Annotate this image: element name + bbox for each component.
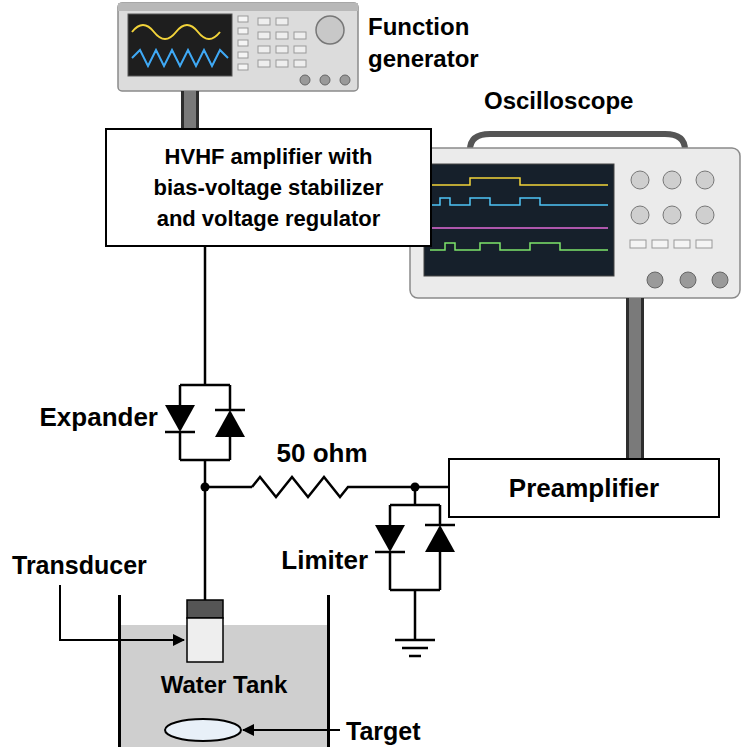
resistor-symbol — [252, 477, 352, 497]
label-holder: 50 ohm — [262, 438, 382, 468]
knob — [696, 206, 714, 224]
tank-label: Water Tank — [118, 671, 330, 699]
trace — [430, 227, 608, 229]
button — [258, 32, 270, 39]
knob — [316, 16, 344, 44]
wire — [390, 504, 440, 507]
resistor-label: 50 ohm — [262, 438, 382, 468]
amplifier-box: HVHF amplifier with bias-voltage stabili… — [105, 128, 432, 247]
generator-screen — [128, 14, 232, 76]
scope-screen — [424, 164, 614, 276]
bnc-connector — [647, 272, 663, 288]
button — [674, 240, 690, 248]
box-text: HVHF amplifier with bias-voltage stabili… — [139, 141, 399, 234]
generator-body — [118, 3, 358, 91]
text-holder: Water Tank — [118, 671, 330, 699]
knob — [631, 171, 649, 189]
bnc-connector — [712, 272, 728, 288]
cable-highlight — [184, 91, 196, 128]
trace — [430, 243, 608, 250]
transducer-head — [187, 600, 223, 618]
text-holder: Function generator — [368, 11, 508, 75]
device-label: Oscilloscope — [484, 86, 684, 116]
knob — [663, 171, 681, 189]
sine-trace — [132, 25, 220, 39]
button — [238, 40, 248, 46]
button — [238, 16, 248, 22]
bnc-connector — [340, 75, 350, 85]
diode-symbol — [375, 525, 405, 552]
knob — [663, 206, 681, 224]
cable-connector — [626, 298, 644, 458]
scope-body — [410, 148, 740, 298]
cable-highlight — [629, 298, 641, 458]
wire — [205, 486, 252, 489]
button — [652, 240, 668, 248]
button — [258, 60, 270, 67]
button — [294, 46, 306, 53]
wire — [414, 590, 417, 640]
button — [276, 46, 288, 53]
button — [258, 46, 270, 53]
text-holder: Oscilloscope — [484, 86, 684, 116]
diode-symbol — [215, 410, 245, 437]
diode-symbol — [165, 405, 195, 432]
button — [276, 18, 288, 25]
generator-top-strip — [118, 3, 358, 11]
button — [294, 32, 306, 39]
wire — [180, 384, 230, 387]
wire — [352, 486, 448, 489]
part-label: Target — [346, 716, 466, 746]
leader-arrow — [243, 729, 340, 731]
label-holder: Transducer — [12, 550, 182, 580]
bnc-connector — [300, 75, 310, 85]
leader-arrow — [60, 585, 184, 640]
button — [276, 32, 288, 39]
bnc-connector — [320, 75, 330, 85]
diode-symbol — [425, 525, 455, 552]
part-label: Transducer — [12, 550, 182, 580]
signal-trace — [132, 50, 228, 66]
knob — [696, 171, 714, 189]
junction-dot — [201, 483, 210, 492]
bnc-connector — [680, 272, 696, 288]
ground-symbol — [395, 640, 435, 656]
label-holder: Expander — [2, 402, 158, 432]
button — [238, 28, 248, 34]
oscilloscope: Oscilloscope — [410, 138, 740, 298]
cable-connector — [181, 91, 199, 128]
function-generator: Function generator — [118, 3, 358, 91]
oscilloscope-picture — [410, 134, 740, 298]
button — [294, 60, 306, 67]
target-ellipse — [165, 719, 241, 741]
preamplifier-box: Preamplifier — [448, 458, 720, 518]
trace — [430, 178, 608, 185]
knob — [631, 206, 649, 224]
component-label: Limiter — [240, 545, 368, 575]
label-holder: Target — [346, 716, 466, 746]
junction-dot — [411, 483, 420, 492]
button — [238, 64, 248, 70]
transducer-body — [187, 618, 223, 662]
wire — [204, 245, 207, 385]
water-tank: Water Tank — [118, 595, 330, 747]
button — [258, 18, 270, 25]
button — [238, 52, 248, 58]
wire — [204, 460, 207, 600]
label-holder: Limiter — [240, 545, 368, 575]
box-text: Preamplifier — [509, 473, 659, 503]
button — [276, 60, 288, 67]
cable-group — [190, 91, 191, 128]
function-generator-picture — [118, 3, 358, 91]
button — [630, 240, 646, 248]
cable-group — [635, 298, 636, 458]
trace — [430, 198, 608, 205]
button — [696, 240, 712, 248]
device-label: Function generator — [368, 11, 508, 75]
component-label: Expander — [2, 402, 158, 432]
